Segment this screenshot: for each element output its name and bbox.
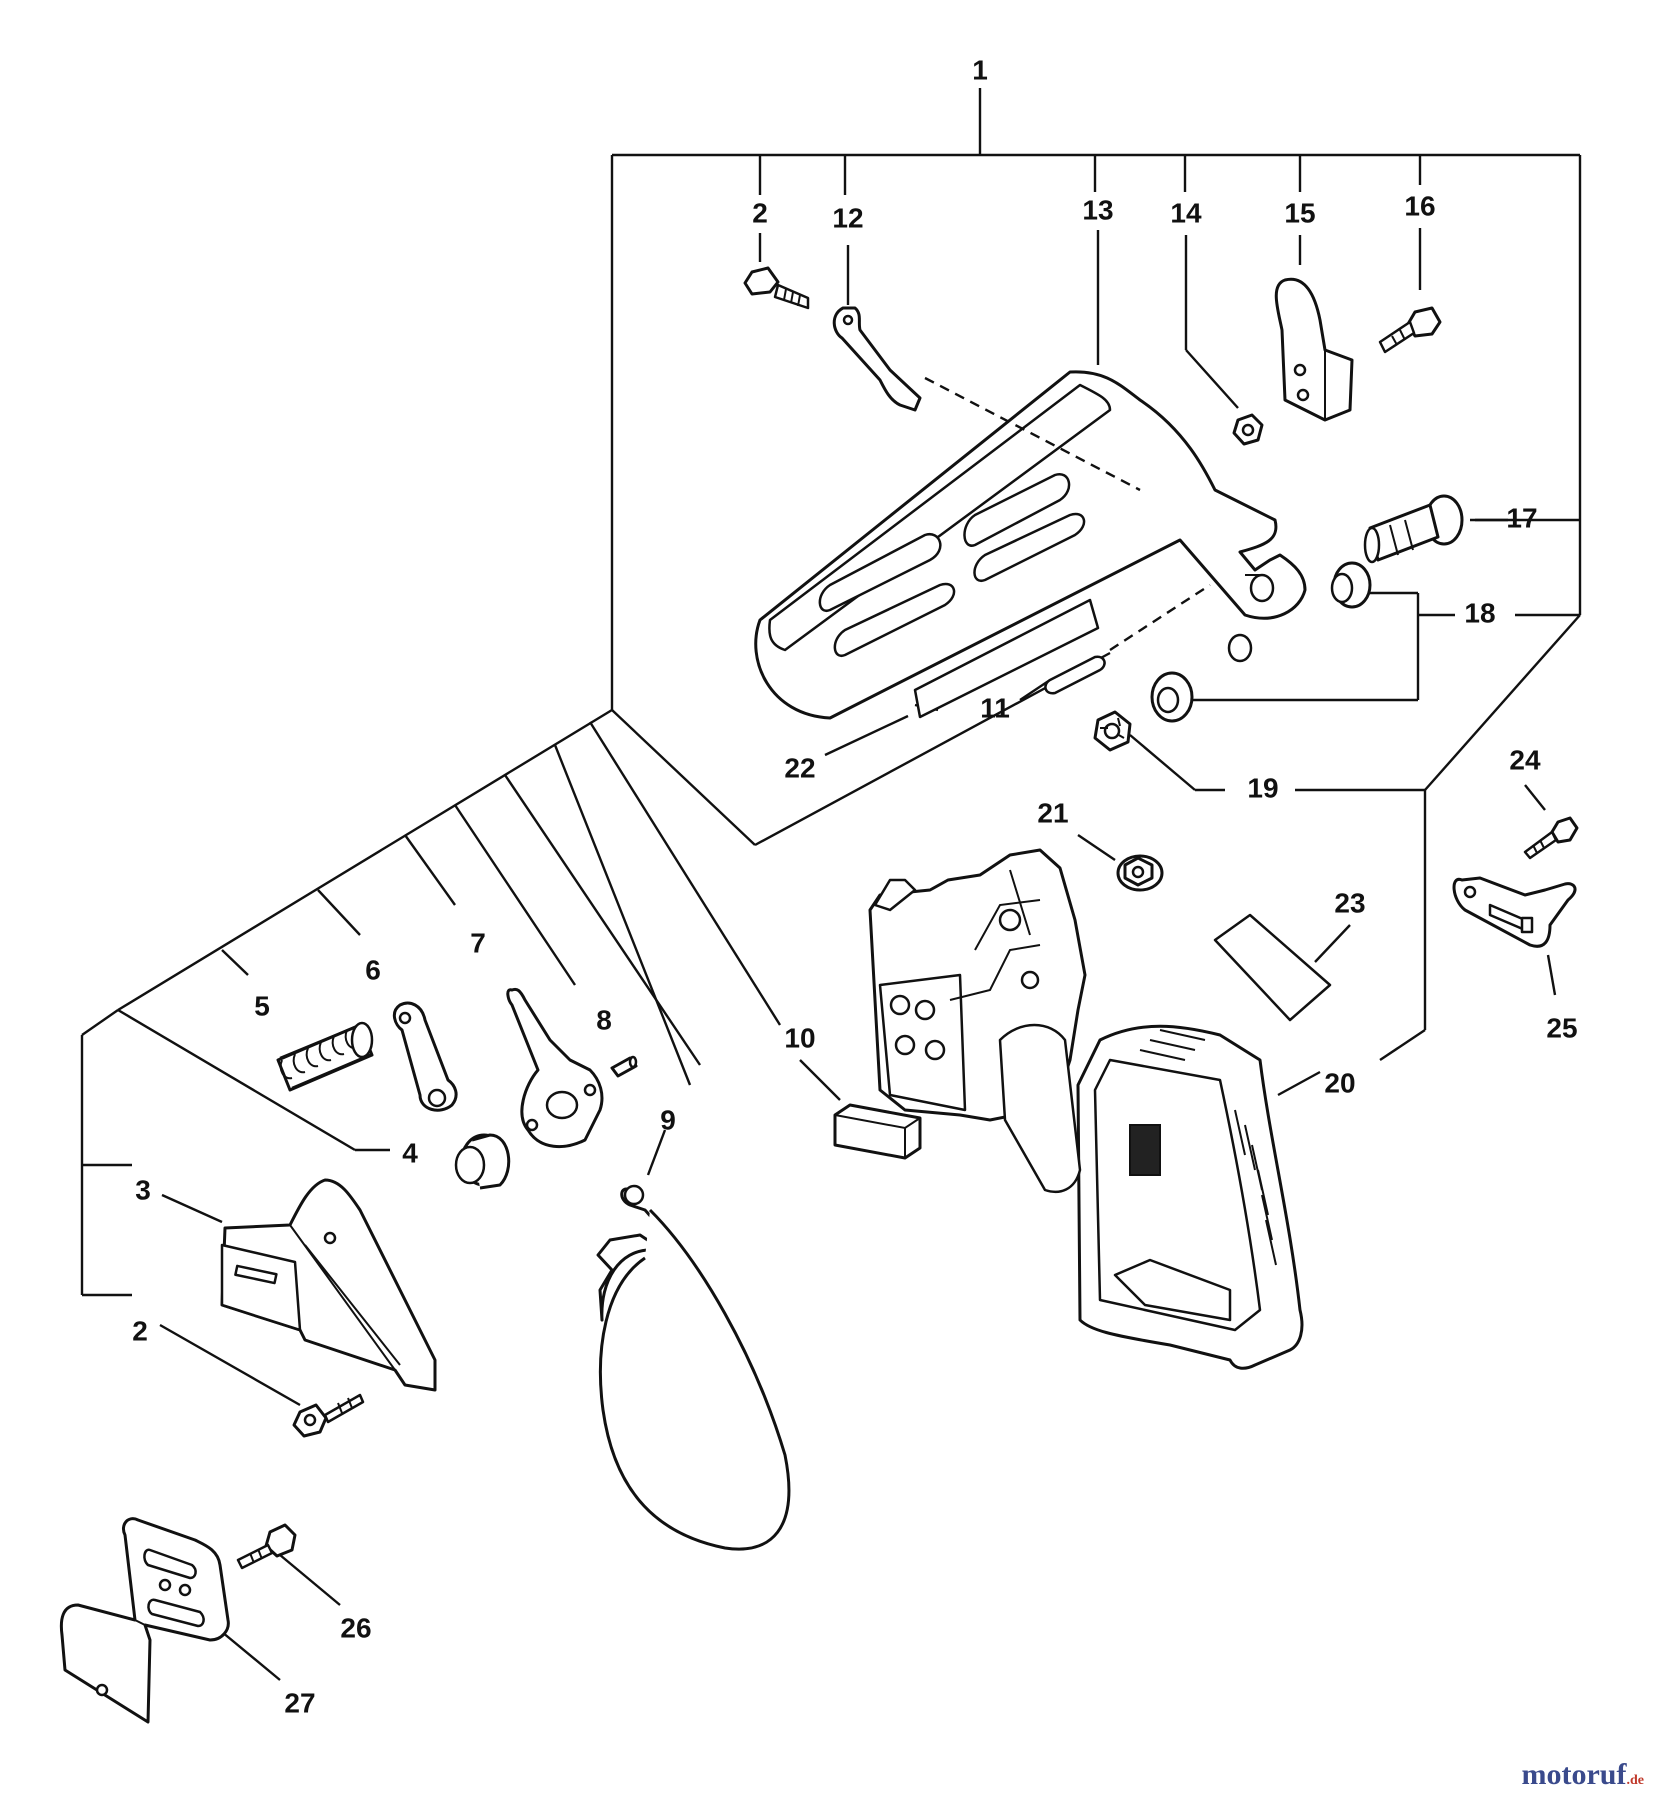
pin bbox=[1044, 583, 1211, 695]
callout-10: 10 bbox=[784, 1022, 815, 1053]
callout-15: 15 bbox=[1284, 197, 1315, 228]
bracket-lines bbox=[80, 88, 1582, 1681]
brand-watermark: motoruf.de bbox=[1522, 1758, 1644, 1792]
callout-12: 12 bbox=[832, 202, 863, 233]
felt-block bbox=[833, 1103, 922, 1160]
chain-guard-cover bbox=[754, 370, 1307, 720]
castle-nut bbox=[1093, 710, 1132, 752]
brake-band bbox=[596, 1184, 791, 1551]
callout-25: 25 bbox=[1546, 1012, 1577, 1043]
callout-4: 4 bbox=[402, 1137, 418, 1168]
nut bbox=[1232, 413, 1264, 446]
guard-label bbox=[913, 598, 1100, 719]
screw-24 bbox=[1523, 816, 1579, 860]
callout-13: 13 bbox=[1082, 194, 1113, 225]
bolt-17 bbox=[1363, 494, 1464, 564]
bolt-16 bbox=[1378, 306, 1442, 354]
callout-19: 19 bbox=[1247, 772, 1278, 803]
callout-5: 5 bbox=[254, 990, 270, 1021]
callout-22: 22 bbox=[784, 752, 815, 783]
lever-25 bbox=[1452, 876, 1577, 948]
callout-16: 16 bbox=[1404, 190, 1435, 221]
callout-8: 8 bbox=[596, 1004, 612, 1035]
bolt-top bbox=[743, 266, 810, 310]
callout-1: 1 bbox=[972, 54, 988, 85]
watermark-brand: motoruf bbox=[1521, 1758, 1627, 1791]
small-pin bbox=[610, 1055, 638, 1078]
callout-26: 26 bbox=[340, 1612, 371, 1643]
callout-27: 27 bbox=[284, 1687, 315, 1718]
lower-bracket bbox=[220, 1178, 437, 1392]
callout-2-top: 2 bbox=[752, 197, 768, 228]
callout-6: 6 bbox=[365, 954, 381, 985]
callout-9: 9 bbox=[660, 1104, 676, 1135]
bracket-plate bbox=[1274, 277, 1354, 422]
callout-7: 7 bbox=[470, 927, 486, 958]
guide-plate bbox=[59, 1517, 230, 1724]
callout-labels: 1 2 12 13 14 15 16 17 18 11 22 19 21 24 … bbox=[132, 54, 1577, 1718]
callout-21: 21 bbox=[1037, 797, 1068, 828]
link-arm bbox=[392, 1001, 458, 1112]
callout-2-bottom: 2 bbox=[132, 1315, 148, 1346]
callout-14: 14 bbox=[1170, 197, 1202, 228]
callout-17: 17 bbox=[1506, 502, 1537, 533]
sticker bbox=[1213, 913, 1332, 1022]
callout-20: 20 bbox=[1324, 1067, 1355, 1098]
flange-nut bbox=[1116, 854, 1164, 892]
washer bbox=[1150, 671, 1194, 723]
collar bbox=[1330, 561, 1372, 609]
brake-lever bbox=[506, 987, 604, 1149]
callout-18: 18 bbox=[1464, 597, 1495, 628]
brake-housing bbox=[868, 848, 1304, 1370]
callout-11: 11 bbox=[980, 692, 1010, 723]
screw-26 bbox=[236, 1523, 297, 1570]
callout-3: 3 bbox=[135, 1174, 151, 1205]
watermark-suffix: .de bbox=[1626, 1773, 1645, 1788]
spring bbox=[276, 1021, 374, 1092]
bolt-bottom bbox=[292, 1393, 365, 1438]
callout-24: 24 bbox=[1509, 744, 1541, 775]
bushing bbox=[454, 1133, 511, 1190]
callout-23: 23 bbox=[1334, 887, 1365, 918]
spring-clip bbox=[832, 306, 1141, 492]
